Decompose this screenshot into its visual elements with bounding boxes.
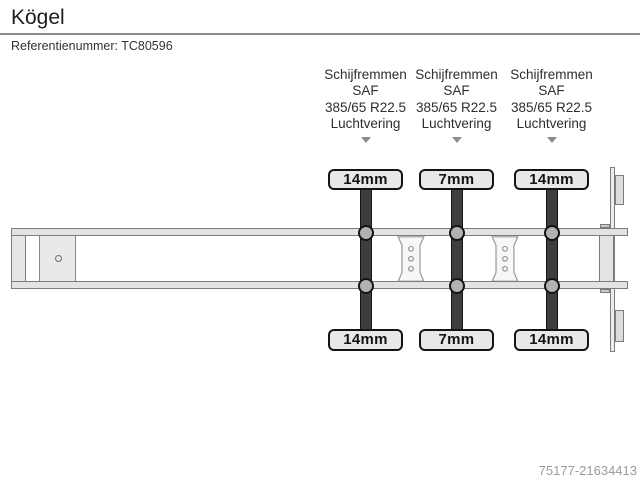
wheel-hub [448,277,465,294]
header-divider [0,33,640,35]
tire-tread-badge: 7mm [419,168,494,190]
wheel-hub [543,224,560,241]
chevron-down-icon [546,137,557,143]
wheel-hub [357,277,374,294]
axle-bar [450,189,463,330]
chevron-down-icon [360,137,371,143]
wheel-hub [357,224,374,241]
spec-axle-brand: SAF [538,83,565,99]
axle-spec-column: Schijfremmen SAF 385/65 R22.5 Luchtverin… [504,67,600,132]
chassis-bottom-rail [11,281,628,289]
tire-tread-badge: 14mm [328,168,403,190]
spec-brake-type: Schijfremmen [510,67,593,82]
spec-tire-size: 385/65 R22.5 [510,99,593,115]
spec-suspension: Luchtvering [421,115,492,131]
page-title: Kögel [11,6,65,29]
wheel-hub [543,277,560,294]
spec-suspension: Luchtvering [330,115,401,131]
axle-spec-column: Schijfremmen SAF 385/65 R22.5 Luchtverin… [409,67,505,132]
spec-axle-brand: SAF [352,83,379,99]
kingpin-icon [55,255,62,262]
reference-number: Referentienummer: TC80596 [11,39,173,53]
crossmember-plate [397,235,425,282]
wheel-hub [448,224,465,241]
axle-bar [545,189,558,330]
rear-bracket [600,288,610,293]
chevron-down-icon [451,137,462,143]
spec-brake-type: Schijfremmen [415,67,498,82]
rear-lamp [614,310,624,342]
spec-axle-brand: SAF [443,83,470,99]
tire-tread-badge: 14mm [514,168,589,190]
chassis-top-rail [11,228,628,236]
rear-bracket [600,223,610,228]
crossmember-plate [490,235,519,282]
front-end-cap [11,235,26,282]
listing-id: 75177-21634413 [538,463,637,478]
spec-suspension: Luchtvering [516,115,587,131]
rear-crossmember [598,235,614,282]
spec-tire-size: 385/65 R22.5 [415,99,498,115]
axle-bar [359,189,372,330]
axle-spec-column: Schijfremmen SAF 385/65 R22.5 Luchtverin… [318,67,414,132]
tire-tread-badge: 7mm [419,329,494,351]
spec-tire-size: 385/65 R22.5 [324,99,407,115]
spec-brake-type: Schijfremmen [324,67,407,82]
rear-lamp [614,175,624,205]
tire-tread-badge: 14mm [514,329,589,351]
tire-tread-badge: 14mm [328,329,403,351]
